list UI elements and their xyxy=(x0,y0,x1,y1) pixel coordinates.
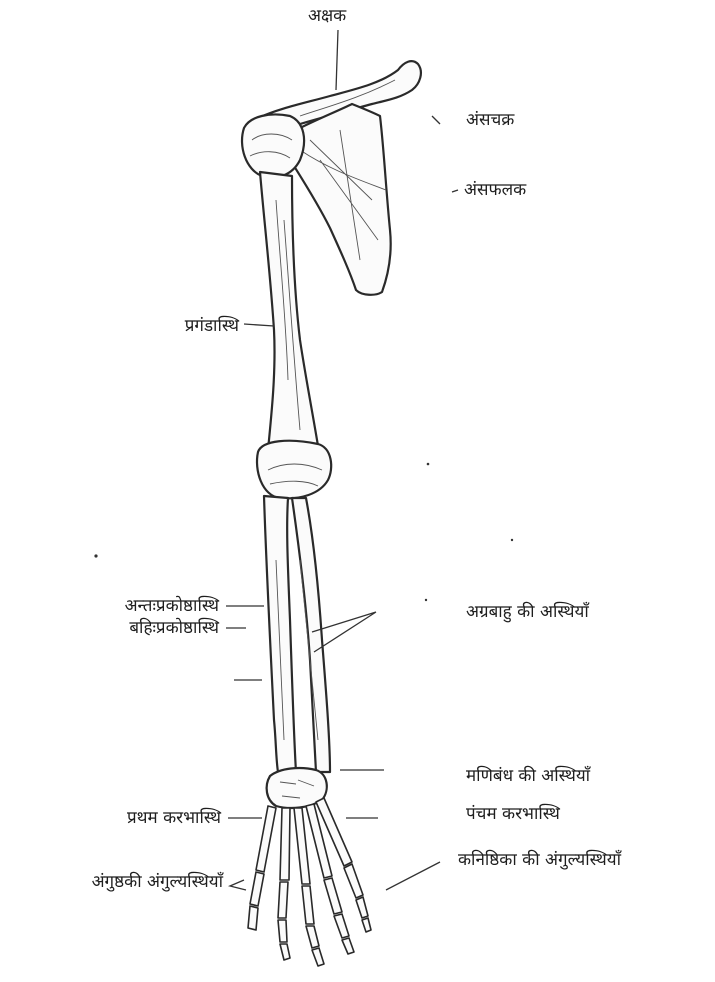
humeral-head xyxy=(242,115,304,178)
leader-humerus xyxy=(244,324,274,326)
leader-clavicle xyxy=(336,30,338,90)
leader-thumb-phalanges xyxy=(230,880,246,890)
leader-acromion xyxy=(432,116,440,124)
label-forearm-bones: अग्रबाहु की अस्थियाँ xyxy=(466,602,589,622)
label-little-finger-phalanges: कनिष्ठिका की अंगुल्यस्थियाँ xyxy=(458,850,621,870)
label-acromion: अंसचक्र xyxy=(466,110,514,130)
radius-bone xyxy=(292,498,330,772)
label-fifth-metacarpal: पंचम करभास्थि xyxy=(466,804,560,824)
ulna-bone xyxy=(264,496,296,772)
label-humerus: प्रगंडास्थि xyxy=(185,316,239,336)
label-first-metacarpal: प्रथम करभास्थि xyxy=(127,808,221,828)
label-radius: बहिःप्रकोष्ठास्थि xyxy=(129,618,219,638)
leader-radius xyxy=(226,628,262,680)
humerus-bone xyxy=(260,172,320,458)
leader-little-phalanges xyxy=(386,862,440,890)
leader-scapula xyxy=(452,190,458,192)
label-thumb-phalanges: अंगुष्ठकी अंगुल्यस्थियाँ xyxy=(92,872,223,892)
label-carpals: मणिबंध की अस्थियाँ xyxy=(466,766,590,786)
label-clavicle: अक्षक xyxy=(308,6,346,26)
label-ulna: अन्तःप्रकोष्ठास्थि xyxy=(125,596,219,616)
label-scapula: अंसफलक xyxy=(464,180,526,200)
